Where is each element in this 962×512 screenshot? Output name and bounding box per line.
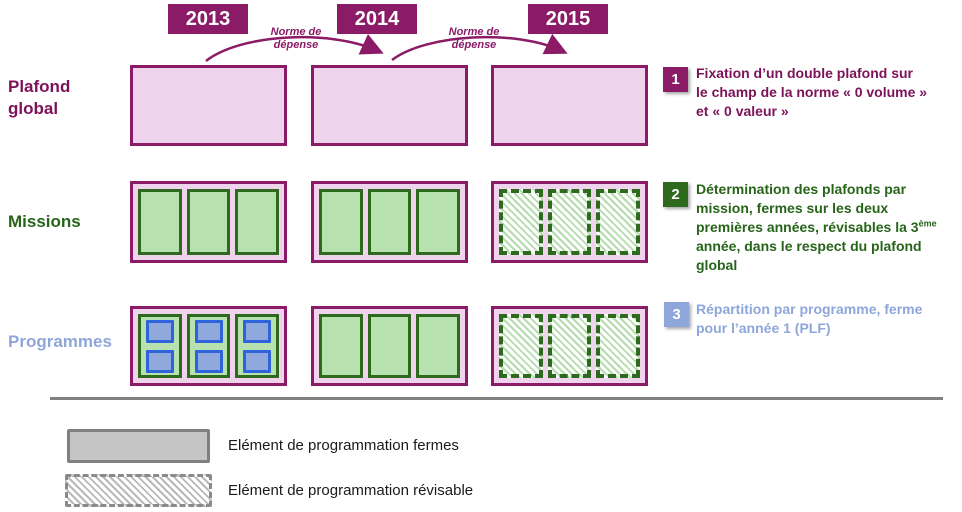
year-box-2013: 2013 [168,4,248,34]
programme-subcell [194,319,223,343]
missions-box-2013 [130,181,287,263]
programme-cell [235,314,280,378]
row-label-missions: Missions [8,212,81,231]
norme-depense-label-2: Norme de dépense [448,26,500,51]
superscript-eme: ème [918,218,937,229]
row-label-plafond-global: Plafond global [8,77,71,118]
annotation-text-1: Fixation d’un double plafond sur le cham… [696,65,928,119]
mission-cell [235,189,280,255]
programmes-box-2013 [130,306,287,386]
programme-cell [367,314,412,378]
programmes-box-2015-revisable [491,306,648,386]
missions-box-2015-revisable [491,181,648,263]
mission-cell-revisable [499,189,543,255]
programme-subcell [145,319,174,343]
mission-cell [367,189,412,255]
programme-subcell [145,349,174,373]
programme-cell [319,314,363,378]
annotation-badge-3: 3 [664,302,689,327]
norme-arrows-svg [205,33,568,62]
programme-subcell [243,319,272,343]
curved-arrow-icon [205,34,384,62]
legend-swatch-revisable [65,474,212,507]
programme-cell-revisable [499,314,543,378]
year-box-2015: 2015 [528,4,608,34]
legend-separator-line [50,397,943,400]
programme-subcell [194,349,223,373]
programmes-box-2014 [311,306,468,386]
row-label-programmes: Programmes [8,332,112,351]
programme-cell [186,314,231,378]
annotation-text-3: Répartition par programme, ferme pour l’… [696,301,923,336]
mission-cell-revisable [596,189,641,255]
year-box-2014: 2014 [337,4,417,34]
annotation-badge-2: 2 [663,182,688,207]
mission-cell [186,189,231,255]
mission-cell [138,189,182,255]
legend-label-ferme: Elément de programmation fermes [228,437,459,454]
legend-swatch-ferme [67,429,210,463]
programme-cell [416,314,461,378]
programme-cell-revisable [547,314,592,378]
programme-cell [138,314,182,378]
mission-cell [416,189,461,255]
plafond-box-2014 [311,65,468,146]
legend-label-revisable: Elément de programmation révisable [228,482,474,499]
programme-subcell [243,349,272,373]
norme-depense-label-1: Norme de dépense [270,26,322,51]
plafond-box-2013 [130,65,287,146]
mission-cell-revisable [547,189,592,255]
annotation-badge-1: 1 [663,67,688,92]
missions-box-2014 [311,181,468,263]
programme-cell-revisable [596,314,641,378]
annotation-text-2: Détermination des plafonds par mission, … [696,181,937,273]
plafond-box-2015 [491,65,648,146]
mission-cell [319,189,363,255]
curved-arrow-icon [391,33,568,61]
